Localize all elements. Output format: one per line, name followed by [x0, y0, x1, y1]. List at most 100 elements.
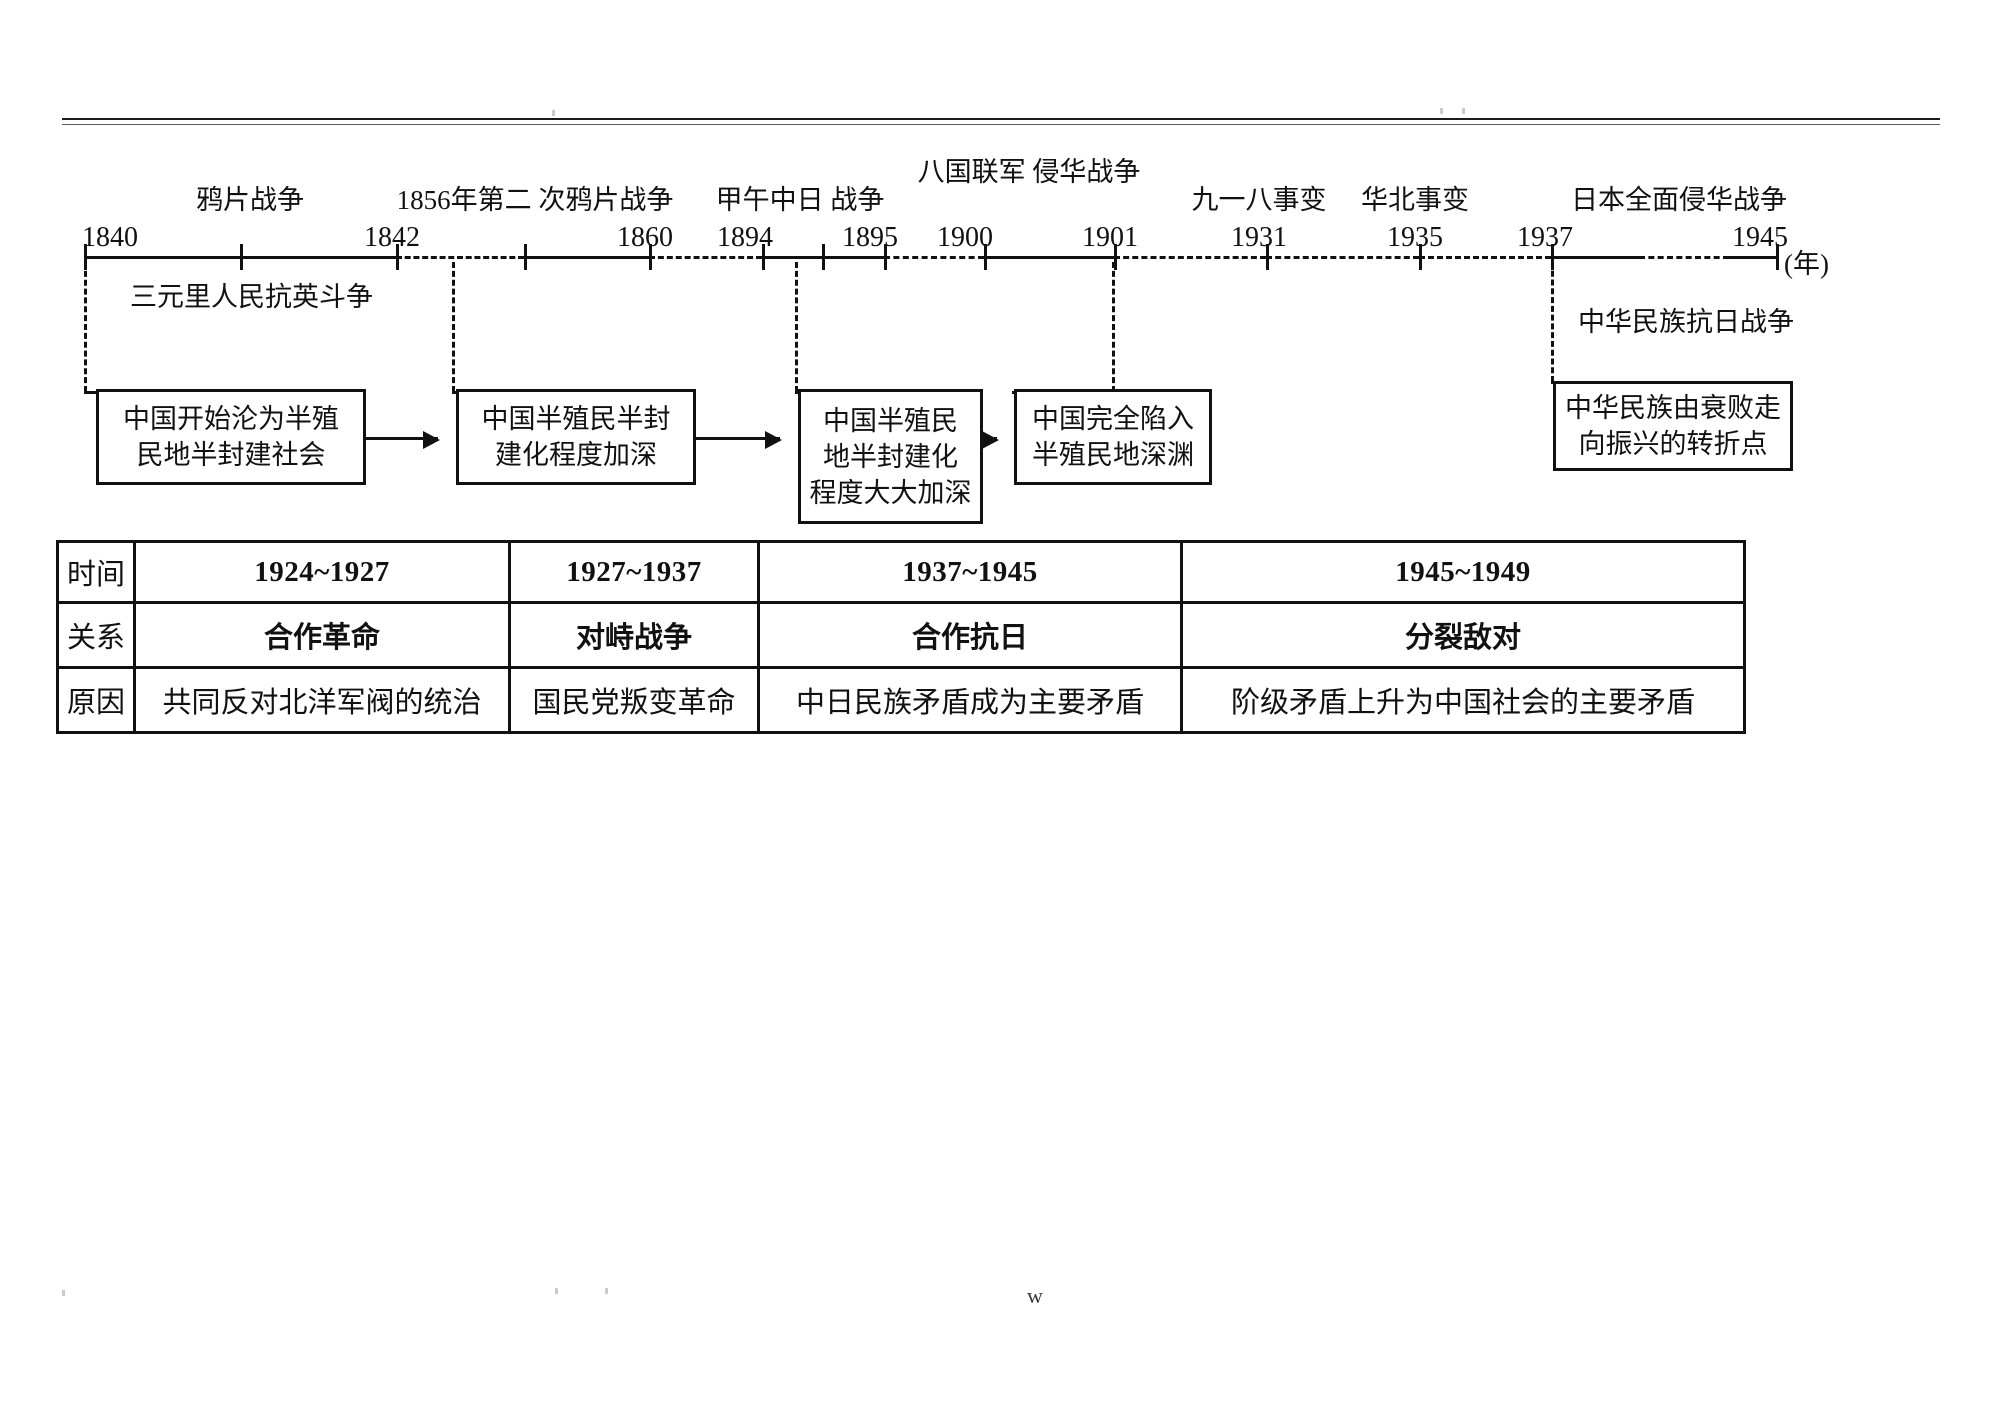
axis-tick-1894: [762, 244, 765, 270]
tick-year-1937: 1937: [1517, 222, 1573, 253]
axis-segment-solid: [1729, 256, 1776, 259]
axis-tick-1856: [524, 244, 527, 270]
axis-tick-minor: [240, 244, 243, 270]
status-box-line: 建化程度加深: [495, 440, 657, 470]
event-label-line: 次鸦片战争: [538, 185, 674, 215]
timeline-event-label: 1856年第二 次鸦片战争: [397, 185, 674, 216]
kmt-ccp-relations-table: 时间 1924~1927 1927~1937 1937~1945 1945~19…: [56, 540, 1746, 734]
axis-segment-dashed: [884, 256, 984, 259]
scan-speck: [1462, 108, 1465, 114]
drop-connector-1937: [1551, 262, 1554, 382]
status-box-line: 中国完全陷入: [1032, 404, 1194, 434]
arrow-box3-to-box4: [982, 431, 999, 449]
axis-tick-1895: [884, 244, 887, 270]
axis-segment-dashed: [1419, 256, 1551, 259]
cell-reason-4: 阶级矛盾上升为中国社会的主要矛盾: [1180, 666, 1746, 734]
timeline-event-label: 甲午中日 战争: [716, 185, 885, 216]
tick-year-1895: 1895: [842, 222, 898, 253]
status-box-5: 中华民族由衰败走 向振兴的转折点: [1553, 381, 1793, 471]
tick-year-1860: 1860: [617, 222, 673, 253]
tick-year-1945: 1945: [1732, 222, 1788, 253]
cell-time-2: 1927~1937: [508, 540, 760, 604]
axis-segment-dashed: [1266, 256, 1419, 259]
status-box-line: 中国半殖民半封: [481, 404, 671, 434]
drop-connector-1894: [795, 262, 798, 392]
tick-year-1842: 1842: [364, 222, 420, 253]
axis-tick-1840: [84, 244, 87, 270]
timeline-event-label: 日本全面侵华战争: [1571, 185, 1787, 216]
scan-speck: [605, 1288, 608, 1294]
event-label-line: 日本全面侵华战争: [1571, 185, 1787, 215]
scan-speck: [62, 1290, 65, 1296]
table-row-time: 时间 1924~1927 1927~1937 1937~1945 1945~19…: [56, 540, 1746, 604]
cell-relation-4: 分裂敌对: [1180, 601, 1746, 669]
timeline-event-label: 八国联军 侵华战争: [918, 157, 1141, 188]
status-box-line: 中国开始沦为半殖: [123, 404, 339, 434]
status-box-line: 向振兴的转折点: [1578, 429, 1768, 459]
event-label-line: 鸦片战争: [196, 185, 304, 215]
axis-tick-1937: [1551, 244, 1554, 270]
cell-time-1: 1924~1927: [133, 540, 511, 604]
cell-reason-3: 中日民族矛盾成为主要矛盾: [757, 666, 1183, 734]
axis-unit-label: (年): [1784, 249, 1829, 279]
event-label-line: 八国联军: [917, 157, 1026, 187]
axis-tick-1860: [649, 244, 652, 270]
timeline-event-label: 九一八事变: [1192, 185, 1327, 216]
cell-time-3: 1937~1945: [757, 540, 1183, 604]
tick-year-1840: 1840: [82, 222, 138, 253]
page-watermark: w: [1027, 1283, 1043, 1308]
tick-year-1935: 1935: [1387, 222, 1443, 253]
timeline-event-label: 华北事变: [1361, 185, 1469, 216]
event-label-line: 甲午中日: [715, 185, 824, 215]
axis-tick-1842: [396, 244, 399, 270]
cell-reason-2: 国民党叛变革命: [508, 666, 760, 734]
cell-relation-1: 合作革命: [133, 601, 511, 669]
row-header-time: 时间: [56, 540, 136, 604]
row-header-reason: 原因: [56, 666, 136, 734]
event-label-line: 1856年第二: [396, 185, 532, 215]
cell-time-4: 1945~1949: [1180, 540, 1746, 604]
cell-reason-1: 共同反对北洋军阀的统治: [133, 666, 511, 734]
axis-tick-minor: [822, 244, 825, 270]
scan-speck: [555, 1288, 558, 1294]
drop-connector-1901: [1112, 262, 1115, 392]
status-box-3: 中国半殖民 地半封建化 程度大大加深: [798, 389, 983, 524]
status-box-line: 民地半封建社会: [136, 440, 326, 470]
axis-tick-1901: [1114, 244, 1117, 270]
table-row-reason: 原因 共同反对北洋军阀的统治 国民党叛变革命 中日民族矛盾成为主要矛盾 阶级矛盾…: [56, 666, 1746, 734]
axis-segment-dashed: [1639, 256, 1729, 259]
drop-connector-1840: [84, 262, 87, 392]
scan-speck: [552, 110, 555, 116]
cell-relation-2: 对峙战争: [508, 601, 760, 669]
under-axis-label-anti-japanese-war: 中华民族抗日战争: [1578, 307, 1794, 337]
status-box-line: 程度大大加深: [809, 477, 972, 508]
row-header-relation: 关系: [56, 601, 136, 669]
status-box-1: 中国开始沦为半殖 民地半封建社会: [96, 389, 366, 485]
status-box-4: 中国完全陷入 半殖民地深渊: [1014, 389, 1212, 485]
status-box-line: 地半封建化: [823, 441, 958, 472]
axis-segment-dashed: [649, 256, 762, 259]
timeline-event-label: 鸦片战争: [196, 185, 304, 216]
axis-segment-solid: [984, 256, 1114, 259]
axis-tick-1935: [1419, 244, 1422, 270]
event-label-line: 九一八事变: [1191, 185, 1327, 215]
tick-year-1901: 1901: [1082, 222, 1138, 253]
under-axis-label-sanyuanli: 三元里人民抗英斗争: [130, 282, 373, 312]
status-box-line: 中华民族由衰败走: [1565, 393, 1781, 423]
event-label-line: 侵华战争: [1032, 157, 1141, 187]
axis-segment-solid: [1551, 256, 1639, 259]
arrow-box1-to-box2: [366, 431, 440, 449]
axis-tick-1945: [1776, 244, 1779, 270]
status-box-2: 中国半殖民半封 建化程度加深: [456, 389, 696, 485]
event-label-line: 华北事变: [1361, 185, 1469, 215]
tick-year-1900: 1900: [937, 222, 993, 253]
status-box-line: 中国半殖民: [823, 405, 958, 436]
event-label-line: 战争: [830, 185, 885, 215]
arrow-box2-to-box3: [696, 431, 782, 449]
axis-tick-1931: [1266, 244, 1269, 270]
axis-segment-dashed: [1114, 256, 1266, 259]
table-row-relation: 关系 合作革命 对峙战争 合作抗日 分裂敌对: [56, 601, 1746, 669]
axis-segment-solid: [524, 256, 649, 259]
tick-year-1931: 1931: [1231, 222, 1287, 253]
